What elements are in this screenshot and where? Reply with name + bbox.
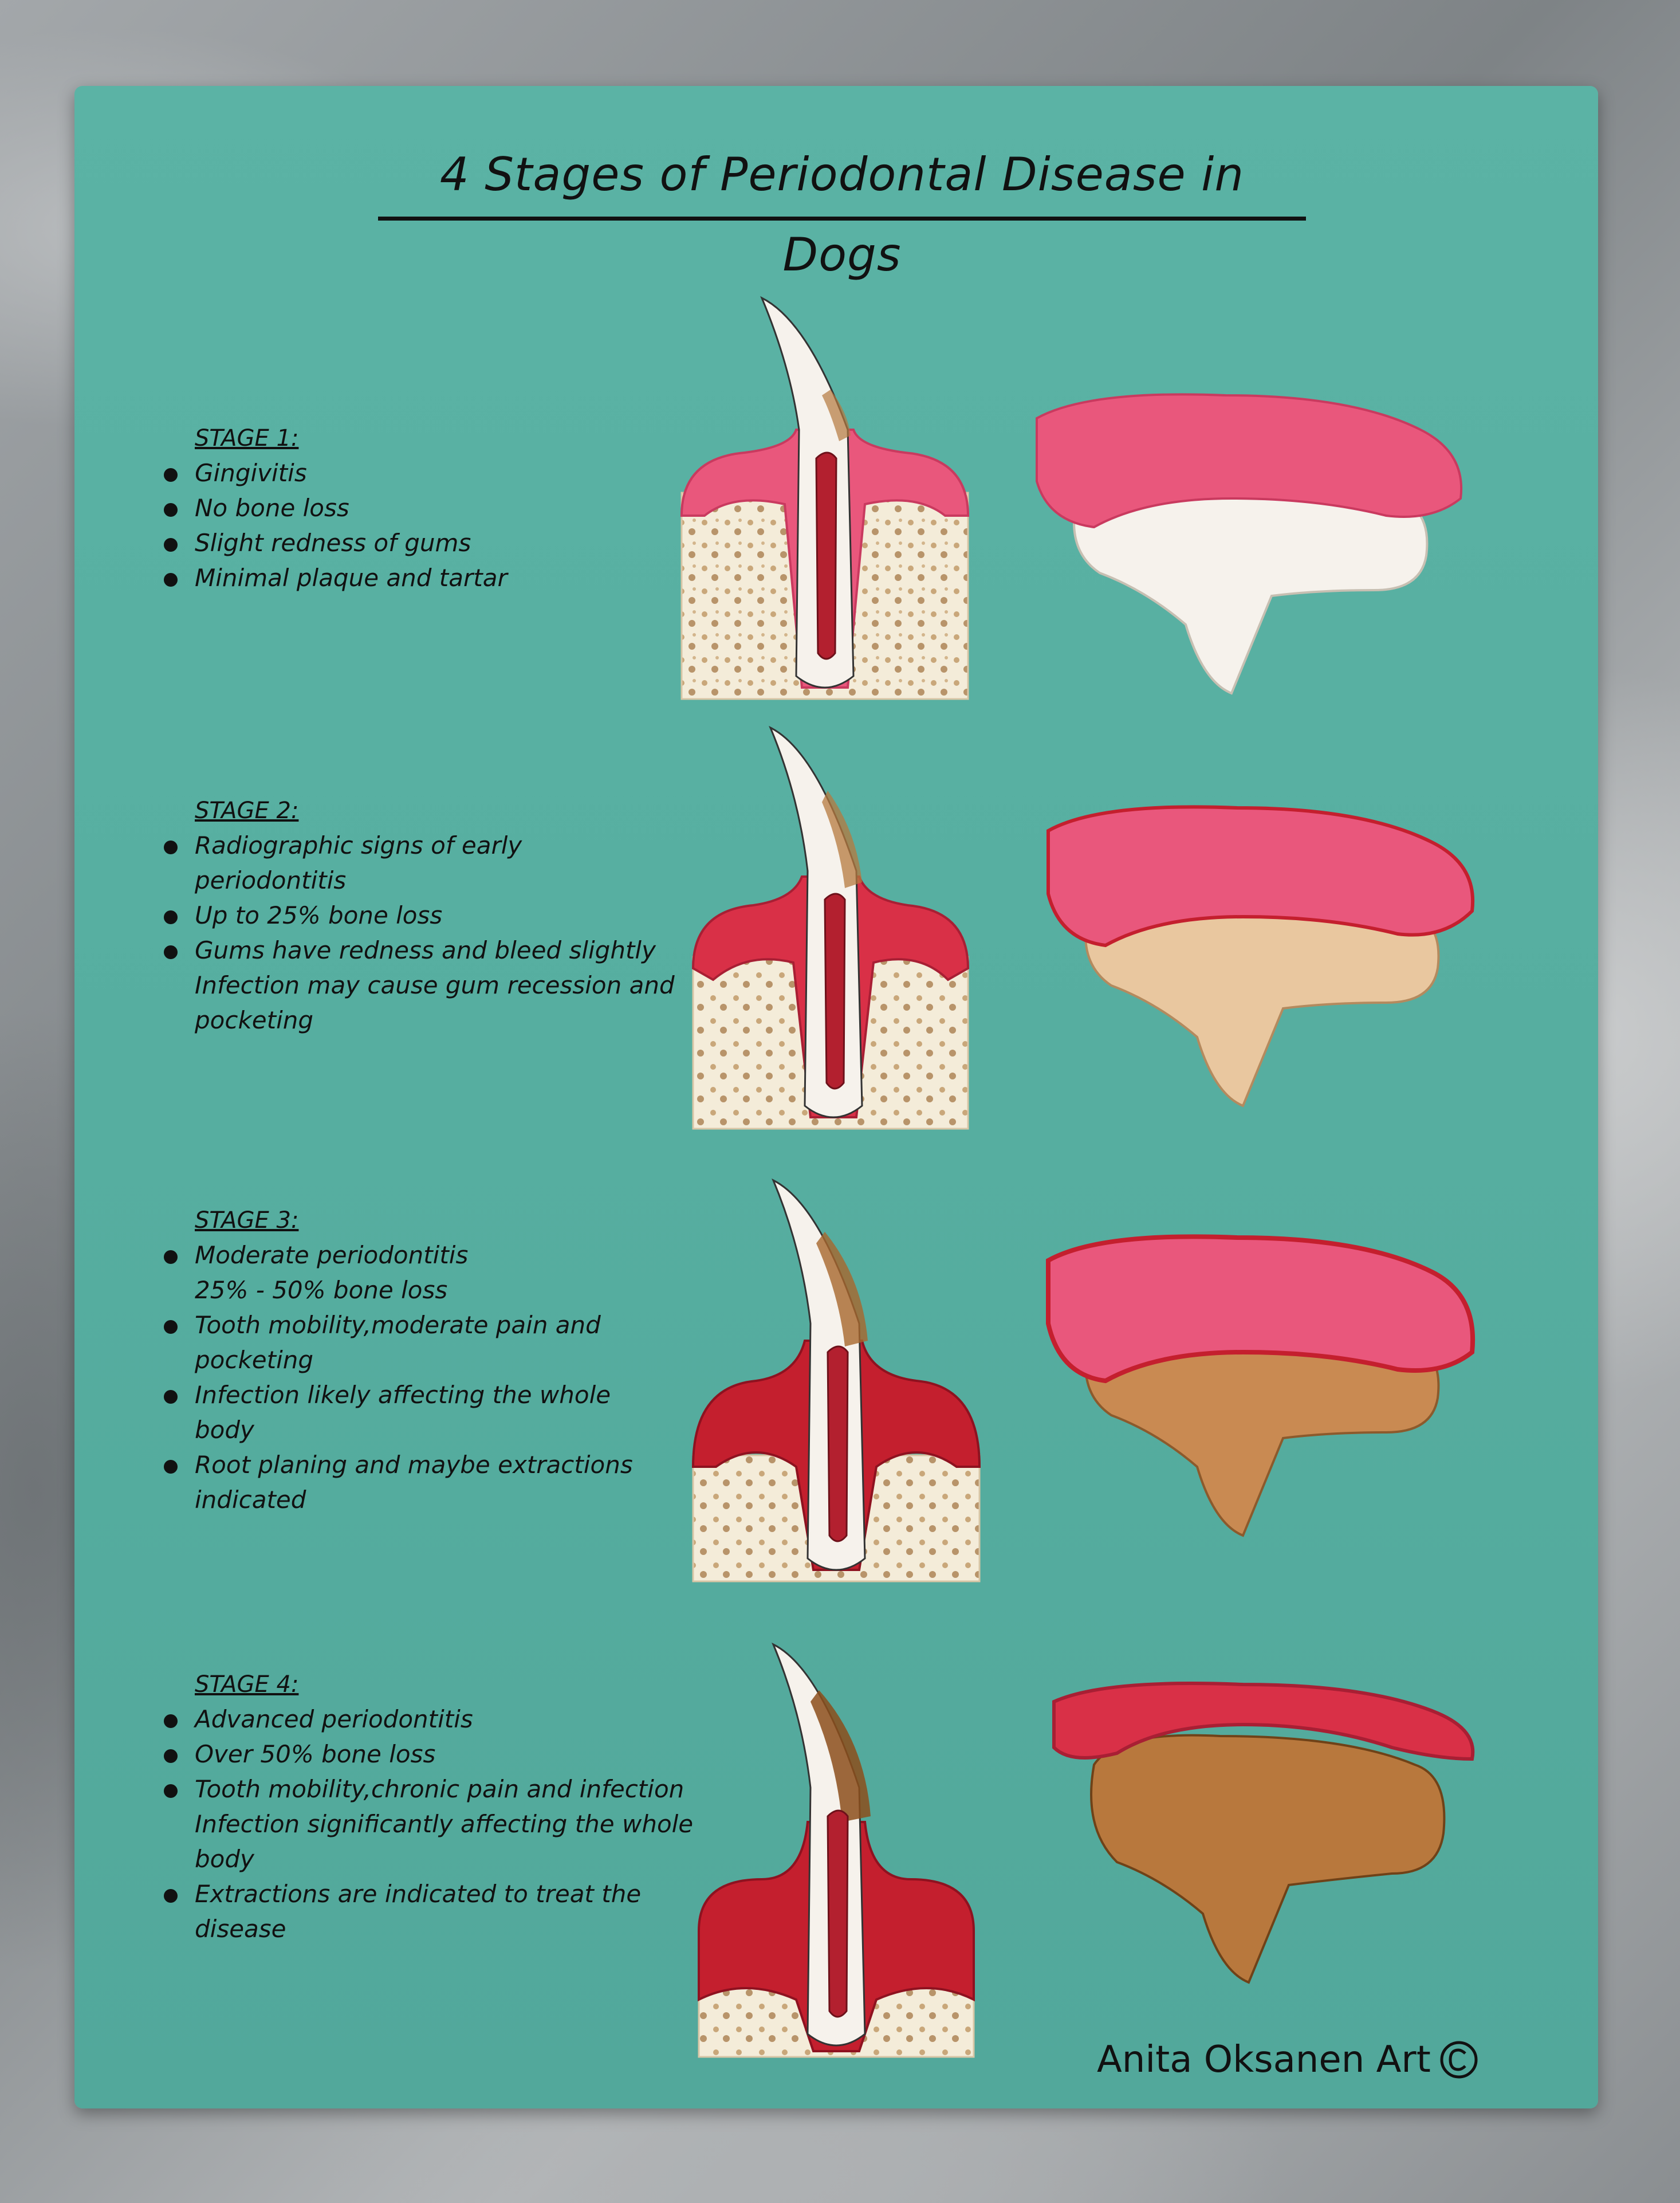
stage-3-text: STAGE 3: Moderate periodontitis 25% - 50… <box>160 1203 756 1517</box>
stage-1-bullet: Minimal plaque and tartar <box>160 560 756 595</box>
stage-3-cross-section <box>691 1178 981 1582</box>
stage-3-bullets: Moderate periodontitis 25% - 50% bone lo… <box>160 1238 756 1517</box>
tartar <box>822 390 851 441</box>
stage-2-text: STAGE 2: Radiographic signs of early per… <box>160 794 756 1038</box>
stage-2-bullet: Up to 25% bone loss <box>160 898 756 933</box>
stage-4-bullets: Advanced periodontitis Over 50% bone los… <box>160 1702 756 1946</box>
signature-text: Anita Oksanen Art <box>1097 2039 1431 2081</box>
stage-2-bullet: Radiographic signs of early periodontiti… <box>160 828 756 898</box>
stage-1-text: STAGE 1: Gingivitis No bone loss Slight … <box>160 421 756 595</box>
title-underline <box>378 217 1306 221</box>
stage-1-heading: STAGE 1: <box>195 425 299 451</box>
stage-4-cross-section <box>698 1642 975 2058</box>
stage-1-bullet: Gingivitis <box>160 455 756 490</box>
tooth <box>1090 1734 1446 1984</box>
stage-1-bullets: Gingivitis No bone loss Slight redness o… <box>160 455 756 595</box>
stage-4-bullet: Over 50% bone loss <box>160 1737 756 1772</box>
stage-1-bullet: No bone loss <box>160 490 756 525</box>
stage-3-jaw <box>1046 1234 1476 1537</box>
gum <box>1036 393 1463 529</box>
poster-title: 4 Stages of Periodontal Disease in Dogs <box>378 135 1306 281</box>
pulp <box>824 893 846 1090</box>
stage-4-heading: STAGE 4: <box>195 1671 299 1698</box>
gum <box>1052 1682 1475 1761</box>
copyright-icon <box>1440 2041 1478 2079</box>
stage-4-bullet: Extractions are indicated to treat the d… <box>160 1876 756 1946</box>
pulp <box>827 1809 849 2018</box>
stage-4-bullet: Advanced periodontitis <box>160 1702 756 1737</box>
stage-4-text: STAGE 4: Advanced periodontitis Over 50%… <box>160 1667 756 1946</box>
stage-3-bullet: Root planing and maybe extractions indic… <box>160 1447 756 1517</box>
stage-1-bullet: Slight redness of gums <box>160 525 756 560</box>
poster-board: 4 Stages of Periodontal Disease in Dogs … <box>74 86 1598 2108</box>
stage-4-jaw <box>1052 1682 1475 1984</box>
stage-2-cross-section <box>691 725 970 1130</box>
tartar <box>822 791 862 888</box>
pulp <box>827 1345 849 1542</box>
gum <box>1046 805 1475 948</box>
stage-1-cross-section <box>680 296 970 700</box>
tartar <box>811 1690 871 1822</box>
pulp <box>815 451 837 660</box>
stage-3-bullet: Moderate periodontitis 25% - 50% bone lo… <box>160 1238 756 1307</box>
stage-3-heading: STAGE 3: <box>195 1207 299 1234</box>
stage-3-bullet: Infection likely affecting the whole bod… <box>160 1377 756 1447</box>
stage-4-bullet: Tooth mobility,chronic pain and infectio… <box>160 1772 756 1876</box>
stage-1-jaw <box>1036 393 1463 695</box>
gum <box>1046 1234 1476 1384</box>
stage-2-bullet: Gums have redness and bleed slightly Inf… <box>160 933 756 1038</box>
stage-2-heading: STAGE 2: <box>195 798 299 824</box>
artist-signature: Anita Oksanen Art <box>1097 2025 1544 2094</box>
stage-2-jaw <box>1046 805 1475 1108</box>
tartar <box>816 1232 868 1346</box>
poster-title-text: 4 Stages of Periodontal Disease in Dogs <box>439 148 1245 281</box>
stage-2-bullets: Radiographic signs of early periodontiti… <box>160 828 756 1038</box>
stage-3-bullet: Tooth mobility,moderate pain and pocketi… <box>160 1307 756 1377</box>
